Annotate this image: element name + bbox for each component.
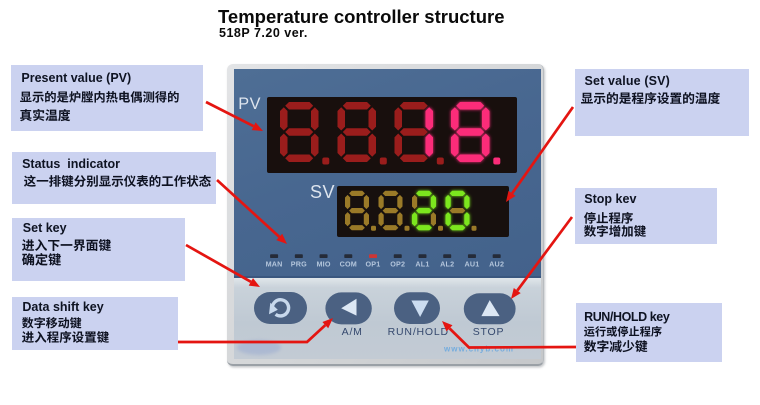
svg-text:AL1: AL1 bbox=[415, 260, 429, 269]
svg-text:www.cnyb.com: www.cnyb.com bbox=[443, 345, 514, 354]
svg-text:AU2: AU2 bbox=[489, 260, 504, 269]
svg-text:OP2: OP2 bbox=[390, 260, 405, 269]
svg-text:MIO: MIO bbox=[316, 260, 330, 269]
svg-text:OP1: OP1 bbox=[366, 260, 381, 269]
svg-text:RUN/HOLD: RUN/HOLD bbox=[388, 326, 449, 338]
svg-text:COM: COM bbox=[340, 260, 357, 269]
svg-text:AU1: AU1 bbox=[464, 260, 479, 269]
svg-text:A/M: A/M bbox=[342, 326, 363, 338]
svg-text:PRG: PRG bbox=[291, 260, 307, 269]
svg-text:STOP: STOP bbox=[473, 326, 505, 338]
svg-text:AL2: AL2 bbox=[440, 260, 454, 269]
svg-text:MAN: MAN bbox=[266, 260, 283, 269]
